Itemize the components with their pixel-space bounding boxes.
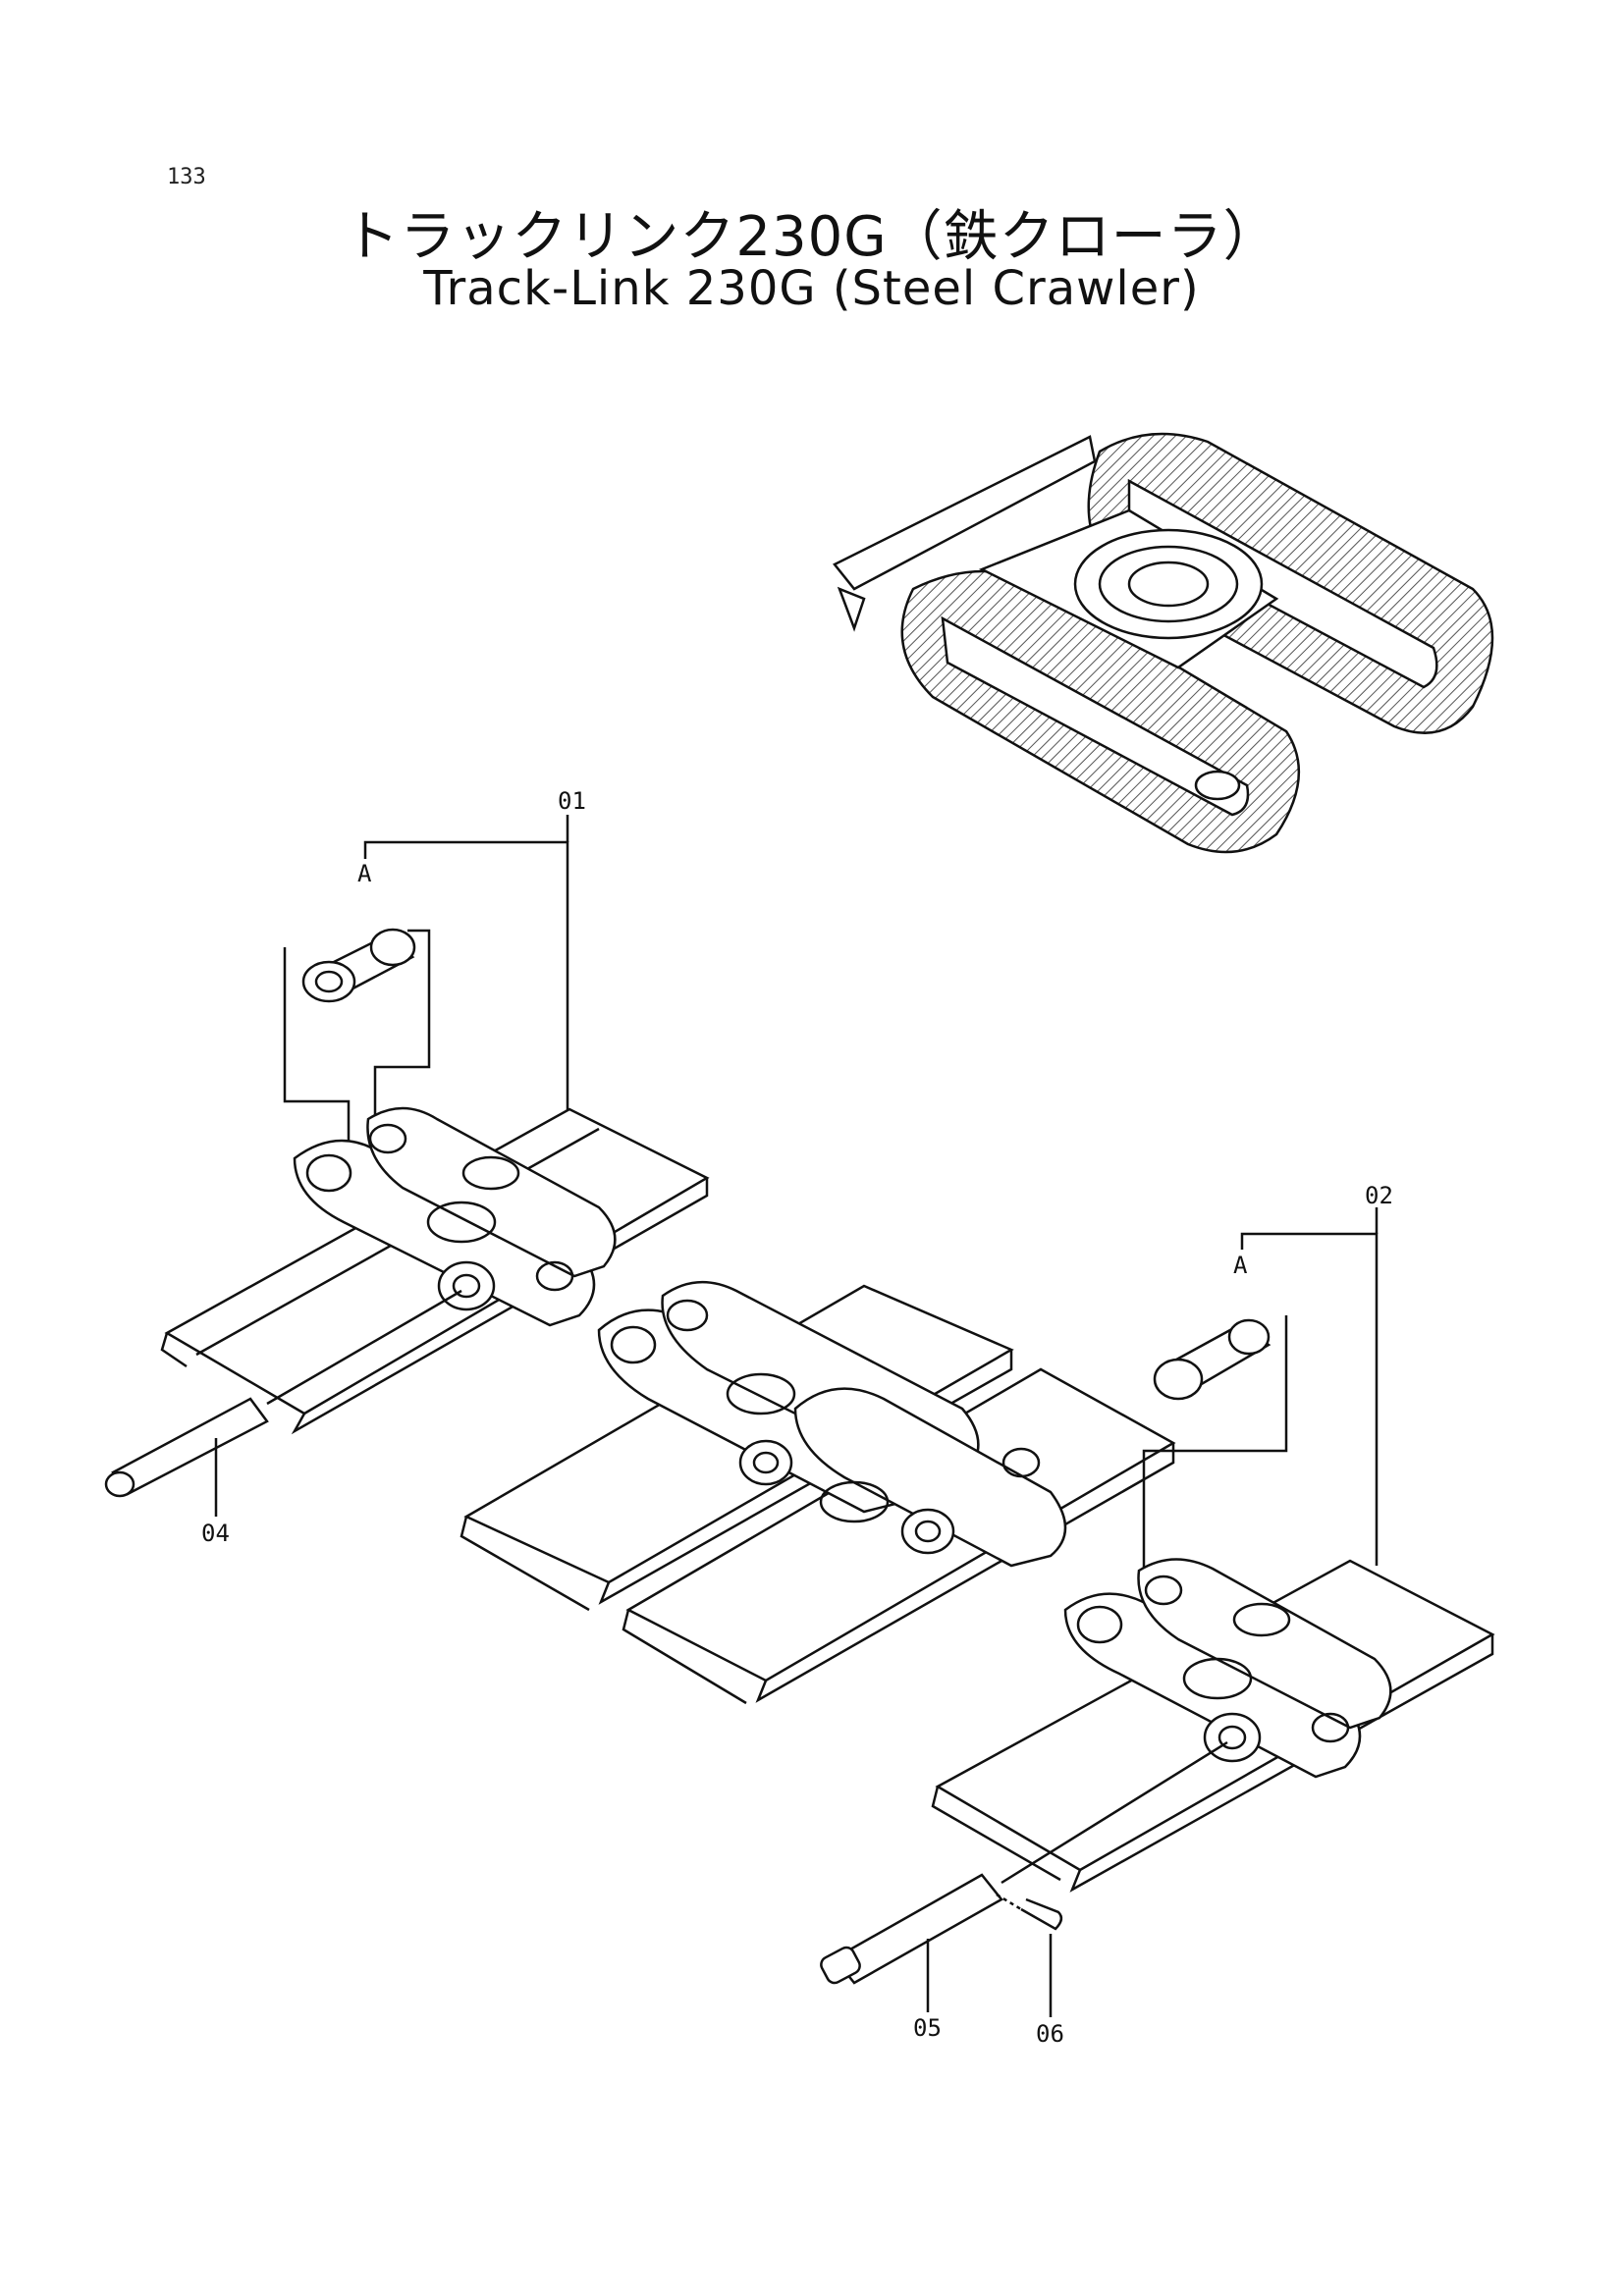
track-link-assembly-02	[820, 1207, 1495, 2017]
page-title-english: Track-Link 230G (Steel Crawler)	[423, 261, 1200, 316]
callout-part-04: 04	[201, 1520, 230, 1547]
callout-part-02: 02	[1365, 1182, 1393, 1209]
bushing-left	[301, 928, 416, 1003]
callout-ref-a-left: A	[357, 860, 372, 887]
track-link-assembly-01	[104, 815, 710, 1517]
callout-part-05: 05	[913, 2014, 942, 2042]
undercarriage-overview-illustration	[833, 432, 1494, 854]
callout-part-01: 01	[558, 787, 586, 815]
page-title-japanese: トラックリンク230G（鉄クローラ）	[344, 205, 1279, 269]
bushing-right	[1153, 1318, 1271, 1401]
page-number: 133	[167, 165, 206, 189]
callout-ref-a-right: A	[1233, 1252, 1248, 1279]
cotter-pin-06	[996, 1893, 1063, 1931]
pin-04	[104, 1289, 462, 1498]
callout-part-06: 06	[1036, 2020, 1064, 2048]
track-link-middle-section	[460, 1280, 1176, 1705]
pin-05	[820, 1740, 1228, 1985]
